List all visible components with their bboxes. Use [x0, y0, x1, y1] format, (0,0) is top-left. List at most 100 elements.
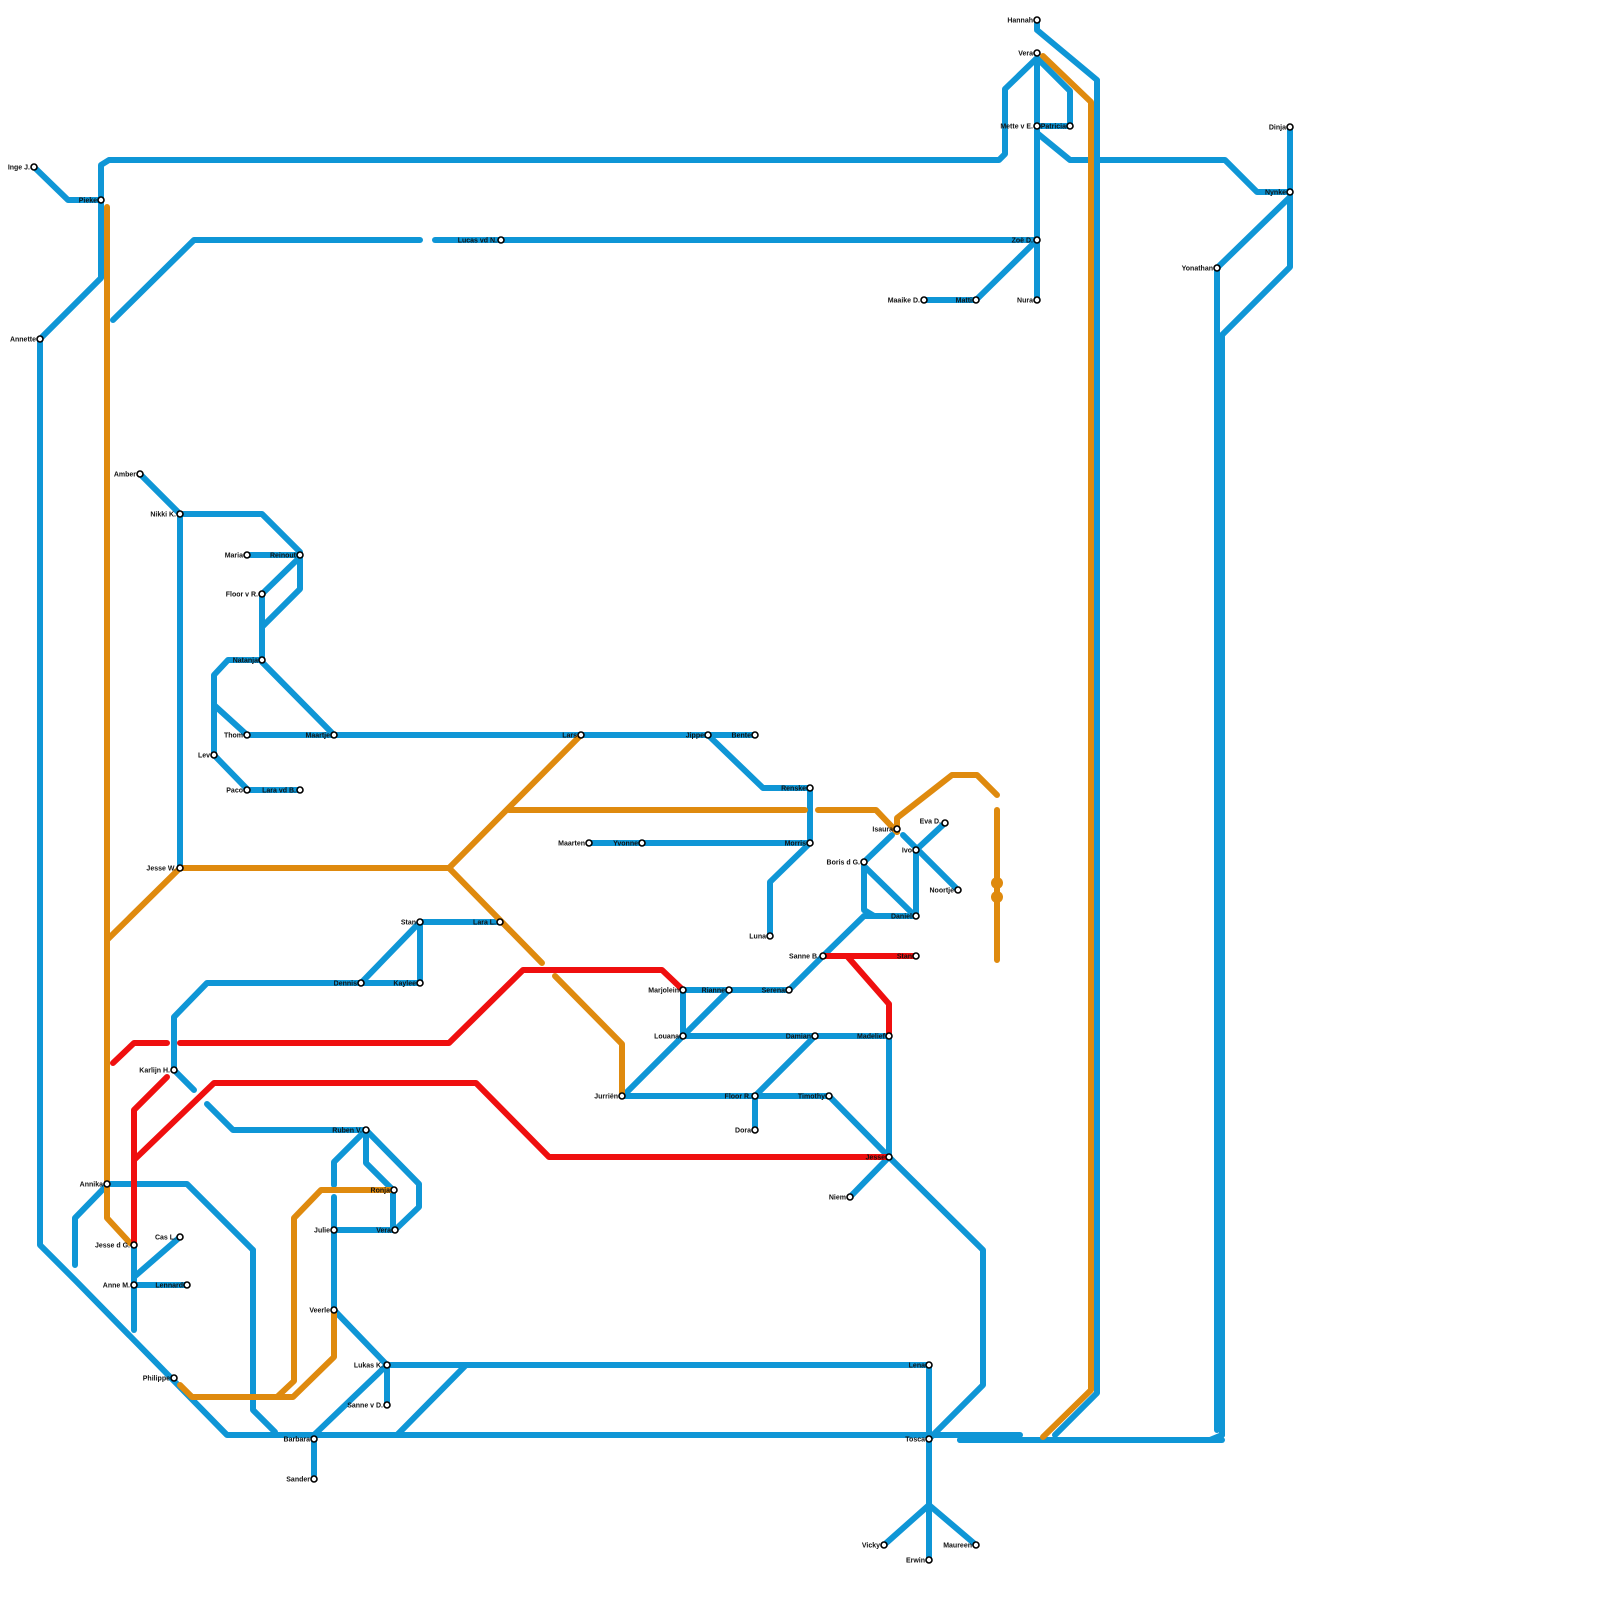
station-bente[interactable] — [751, 731, 759, 739]
station-maarten[interactable] — [585, 839, 593, 847]
station-patricia[interactable] — [1066, 122, 1074, 130]
station-vera[interactable] — [1033, 49, 1041, 57]
station-erwin[interactable] — [925, 1556, 933, 1564]
station-jessew[interactable] — [176, 864, 184, 872]
station-louana[interactable] — [679, 1032, 687, 1040]
station-nura[interactable] — [1033, 296, 1041, 304]
station-label-bente: Bente — [732, 733, 752, 740]
station-yvonne[interactable] — [638, 839, 646, 847]
station-niem[interactable] — [846, 1193, 854, 1201]
station-rianne[interactable] — [725, 986, 733, 994]
station-damian[interactable] — [811, 1032, 819, 1040]
station-nikki[interactable] — [176, 510, 184, 518]
station-evad[interactable] — [941, 819, 949, 827]
station-pieke[interactable] — [97, 196, 105, 204]
station-jessedg[interactable] — [130, 1241, 138, 1249]
station-inge[interactable] — [30, 163, 38, 171]
station-label-lev: Lev — [198, 753, 210, 760]
station-madelief[interactable] — [885, 1032, 893, 1040]
station-annette[interactable] — [36, 335, 44, 343]
station-maureen[interactable] — [972, 1541, 980, 1549]
station-label-serena: Serena — [762, 988, 785, 995]
station-luna[interactable] — [766, 932, 774, 940]
station-floorvr[interactable] — [258, 590, 266, 598]
station-annika[interactable] — [103, 1180, 111, 1188]
station-lars[interactable] — [577, 731, 585, 739]
station-ivo[interactable] — [912, 846, 920, 854]
station-karlijn[interactable] — [170, 1066, 178, 1074]
station-laral[interactable] — [496, 918, 504, 926]
station-vera2[interactable] — [391, 1226, 399, 1234]
station-morris[interactable] — [806, 839, 814, 847]
red-line-segment — [110, 1040, 170, 1066]
station-philippe[interactable] — [170, 1374, 178, 1382]
station-serena[interactable] — [785, 986, 793, 994]
station-nynke[interactable] — [1286, 188, 1294, 196]
station-noortje[interactable] — [954, 886, 962, 894]
station-label-ivo: Ivo — [902, 848, 912, 855]
station-mette[interactable] — [1033, 122, 1041, 130]
station-matti[interactable] — [972, 296, 980, 304]
station-label-floorr: Floor R. — [725, 1094, 751, 1101]
station-casl[interactable] — [176, 1233, 184, 1241]
station-label-dennis: Dennis — [334, 981, 357, 988]
station-stan2[interactable] — [912, 952, 920, 960]
orange-line-segment — [815, 807, 900, 835]
station-label-jessew: Jesse W. — [146, 866, 176, 873]
station-rubenv[interactable] — [362, 1126, 370, 1134]
station-label-tosca: Tosca — [905, 1437, 925, 1444]
station-barbara[interactable] — [310, 1435, 318, 1443]
station-yonathan[interactable] — [1213, 264, 1221, 272]
station-kaylee[interactable] — [416, 979, 424, 987]
station-floorr[interactable] — [751, 1092, 759, 1100]
station-veerle[interactable] — [330, 1306, 338, 1314]
station-label-rianne: Rianne — [702, 988, 725, 995]
station-label-barbara: Barbara — [284, 1437, 311, 1444]
station-label-julie: Julie — [314, 1228, 330, 1235]
station-laravd[interactable] — [296, 786, 304, 794]
station-label-luna: Luna — [749, 934, 766, 941]
station-lev[interactable] — [210, 751, 218, 759]
station-lucas[interactable] — [497, 236, 505, 244]
station-paco[interactable] — [243, 786, 251, 794]
station-daniel[interactable] — [912, 912, 920, 920]
station-label-lars: Lars — [562, 733, 577, 740]
station-lennard[interactable] — [183, 1281, 191, 1289]
station-maaike[interactable] — [920, 296, 928, 304]
station-marjolein[interactable] — [679, 986, 687, 994]
orange-line-segment — [446, 865, 545, 966]
station-tosca[interactable] — [925, 1435, 933, 1443]
station-sander[interactable] — [310, 1475, 318, 1483]
station-renske[interactable] — [806, 784, 814, 792]
station-dora[interactable] — [751, 1126, 759, 1134]
station-amber[interactable] — [136, 470, 144, 478]
station-lukask[interactable] — [383, 1361, 391, 1369]
station-label-veerle: Veerle — [309, 1308, 330, 1315]
station-stan[interactable] — [416, 918, 424, 926]
station-jurrien[interactable] — [618, 1092, 626, 1100]
station-hannah[interactable] — [1033, 16, 1041, 24]
station-vicky[interactable] — [880, 1541, 888, 1549]
station-zoe[interactable] — [1033, 236, 1041, 244]
station-jippe[interactable] — [704, 731, 712, 739]
station-borisg[interactable] — [860, 858, 868, 866]
station-maria[interactable] — [243, 551, 251, 559]
station-lena[interactable] — [925, 1361, 933, 1369]
station-natanja[interactable] — [258, 656, 266, 664]
station-annem[interactable] — [130, 1281, 138, 1289]
station-label-lukask: Lukas K. — [354, 1363, 383, 1370]
station-thom[interactable] — [243, 731, 251, 739]
station-julie[interactable] — [330, 1226, 338, 1234]
station-jesse[interactable] — [885, 1153, 893, 1161]
blue-line-segment — [37, 197, 1023, 1438]
station-dinja[interactable] — [1286, 123, 1294, 131]
station-reinout[interactable] — [296, 551, 304, 559]
station-timothy[interactable] — [825, 1092, 833, 1100]
station-sanneb[interactable] — [819, 952, 827, 960]
station-isaura[interactable] — [893, 825, 901, 833]
station-sannevd[interactable] — [383, 1401, 391, 1409]
station-ronja[interactable] — [390, 1186, 398, 1194]
station-dennis[interactable] — [357, 979, 365, 987]
station-maartje[interactable] — [330, 731, 338, 739]
station-label-annem: Anne M. — [103, 1283, 130, 1290]
